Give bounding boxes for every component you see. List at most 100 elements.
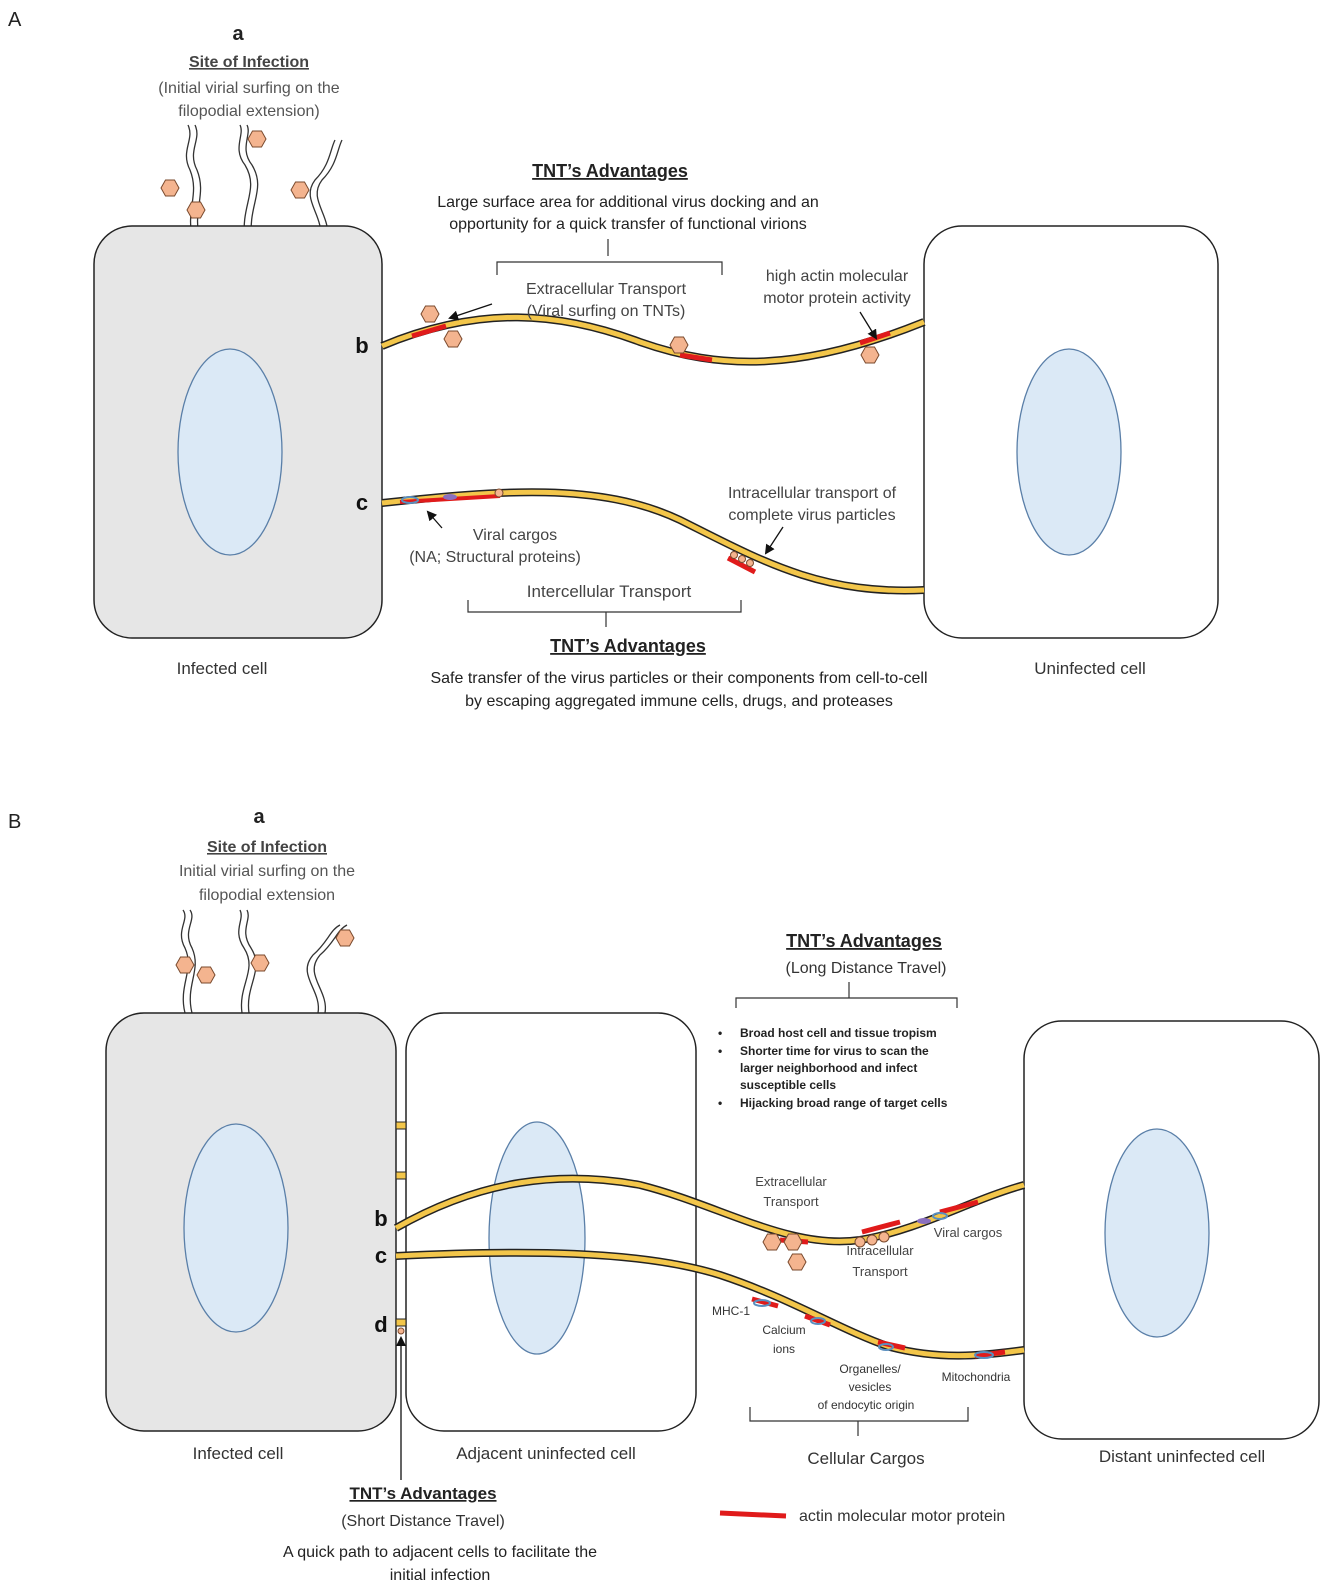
bracket-long-distance: [735, 982, 958, 1008]
nucleus-infected-b: [183, 1123, 289, 1333]
adjacent-cell-label: Adjacent uninfected cell: [456, 1444, 636, 1463]
tnt-junction-d: [395, 1318, 407, 1327]
advantages-long-title: TNT’s Advantages: [786, 931, 942, 951]
nucleus-uninfected-a: [1016, 348, 1122, 556]
organelle-cargo-icon: [878, 1343, 894, 1351]
mitochondria-label: Mitochondria: [942, 1370, 1011, 1384]
tnt-junction: [395, 1171, 407, 1180]
nucleus-infected-a: [177, 348, 283, 556]
actin-motor: [974, 1349, 1006, 1359]
virus-particle-icon: [866, 1234, 878, 1246]
virus-particle-icon: [730, 551, 738, 559]
site-of-infection-title: Site of Infection: [189, 54, 309, 71]
advantages-top-line-2: opportunity for a quick transfer of func…: [449, 216, 807, 233]
virion-icon: [762, 1233, 782, 1251]
intracellular-note-line-2: complete virus particles: [728, 507, 895, 524]
label-b: b: [355, 333, 368, 358]
virion-icon: [787, 1253, 807, 1271]
nucleus-adjacent-b: [488, 1121, 586, 1355]
bullet-2-cont-1: larger neighborhood and infect: [740, 1061, 917, 1075]
extracellular-line-1: Extracellular Transport: [526, 281, 687, 298]
organelles-label-2: vesicles: [849, 1380, 892, 1394]
cargo-line-2: (NA; Structural proteins): [409, 549, 581, 566]
viral-cargo-icon: [443, 494, 457, 500]
virion-icon: [160, 179, 180, 197]
tnt-c-b: [395, 1248, 1025, 1360]
virion-icon: [250, 954, 270, 972]
infected-cell-label: Infected cell: [177, 659, 268, 678]
site-letter-a: a: [232, 23, 244, 45]
advantages-bottom-line-2: by escaping aggregated immune cells, dru…: [465, 693, 893, 710]
virus-particle-icon: [854, 1236, 866, 1248]
bullet-icon: •: [718, 1026, 722, 1040]
nucleus-distant-b: [1104, 1128, 1210, 1338]
arrow-actin-note: [859, 311, 878, 340]
panel-a: A a Site of Infection (Initial virial su…: [8, 9, 1219, 710]
advantages-short-line-2: initial infection: [390, 1567, 491, 1584]
viral-cargos-label: Viral cargos: [934, 1225, 1003, 1240]
intracellular-note-line-1: Intracellular transport of: [728, 485, 897, 502]
virion-icon: [247, 130, 267, 148]
virus-particle-icon: [878, 1231, 890, 1243]
legend-actin-swatch: [719, 1510, 787, 1519]
advantages-short-line-1: A quick path to adjacent cells to facili…: [283, 1544, 597, 1561]
virion-icon: [783, 1233, 803, 1251]
site-desc-line-2: filopodial extension): [178, 103, 319, 120]
tnt-junction: [395, 1121, 407, 1130]
viral-cargo-icon: [401, 496, 419, 504]
actin-note-line-2: motor protein activity: [763, 290, 911, 307]
cellular-cargos-label: Cellular Cargos: [807, 1449, 924, 1468]
distant-cell-label: Distant uninfected cell: [1099, 1447, 1265, 1466]
panel-a-letter: A: [8, 9, 22, 31]
mhc-cargo-icon: [753, 1299, 771, 1307]
mitochondria-cargo-icon: [974, 1351, 994, 1359]
bullet-3: Hijacking broad range of target cells: [740, 1096, 948, 1110]
actin-motor: [939, 1199, 979, 1215]
calcium-cargo-icon: [810, 1317, 826, 1325]
advantages-bottom-title: TNT’s Advantages: [550, 636, 706, 656]
advantages-top-line-1: Large surface area for additional virus …: [437, 194, 819, 211]
intracellular-line-2: Transport: [852, 1264, 908, 1279]
label-c: c: [356, 490, 368, 515]
bullet-icon: •: [718, 1044, 722, 1058]
legend-actin-label: actin molecular motor protein: [799, 1508, 1005, 1525]
extracellular-line-1: Extracellular: [755, 1174, 827, 1189]
site-desc-line-2: filopodial extension: [199, 887, 335, 904]
panel-b-letter: B: [8, 811, 21, 833]
virus-particle-icon: [738, 555, 746, 563]
virus-particle-icon: [397, 1327, 405, 1335]
label-b: b: [374, 1206, 387, 1231]
virion-icon: [290, 181, 310, 199]
label-d: d: [374, 1312, 387, 1337]
extracellular-line-2: (Viral surfing on TNTs): [527, 303, 686, 320]
viral-cargo-icon: [932, 1212, 948, 1220]
calcium-label-1: Calcium: [762, 1323, 805, 1337]
virion-icon: [420, 305, 440, 323]
virion-icon: [175, 956, 195, 974]
actin-motor: [804, 1313, 831, 1328]
infected-cell-label: Infected cell: [193, 1444, 284, 1463]
advantages-bottom-line-1: Safe transfer of the virus particles or …: [430, 670, 927, 687]
tnt-c-a: [381, 488, 925, 595]
virion-icon: [669, 336, 689, 354]
organelles-label-3: of endocytic origin: [818, 1398, 915, 1412]
advantages-short-subtitle: (Short Distance Travel): [341, 1513, 505, 1530]
bracket-top: [496, 239, 723, 275]
tnt-b-b: [394, 1174, 1026, 1271]
virus-particle-icon: [746, 559, 754, 567]
label-c: c: [375, 1243, 387, 1268]
extracellular-line-2: Transport: [763, 1194, 819, 1209]
filopodia: [180, 909, 348, 1014]
actin-motor: [411, 323, 447, 339]
actin-motor: [679, 352, 713, 363]
bracket-bottom: [467, 600, 742, 627]
cargo-line-1: Viral cargos: [473, 527, 557, 544]
virion-icon: [335, 929, 355, 947]
arrow-cargo: [426, 510, 443, 529]
calcium-label-2: ions: [773, 1342, 795, 1356]
virion-icon: [860, 346, 880, 364]
intercellular-label: Intercellular Transport: [527, 582, 692, 601]
site-letter-a: a: [253, 806, 265, 828]
uninfected-cell-label: Uninfected cell: [1034, 659, 1146, 678]
